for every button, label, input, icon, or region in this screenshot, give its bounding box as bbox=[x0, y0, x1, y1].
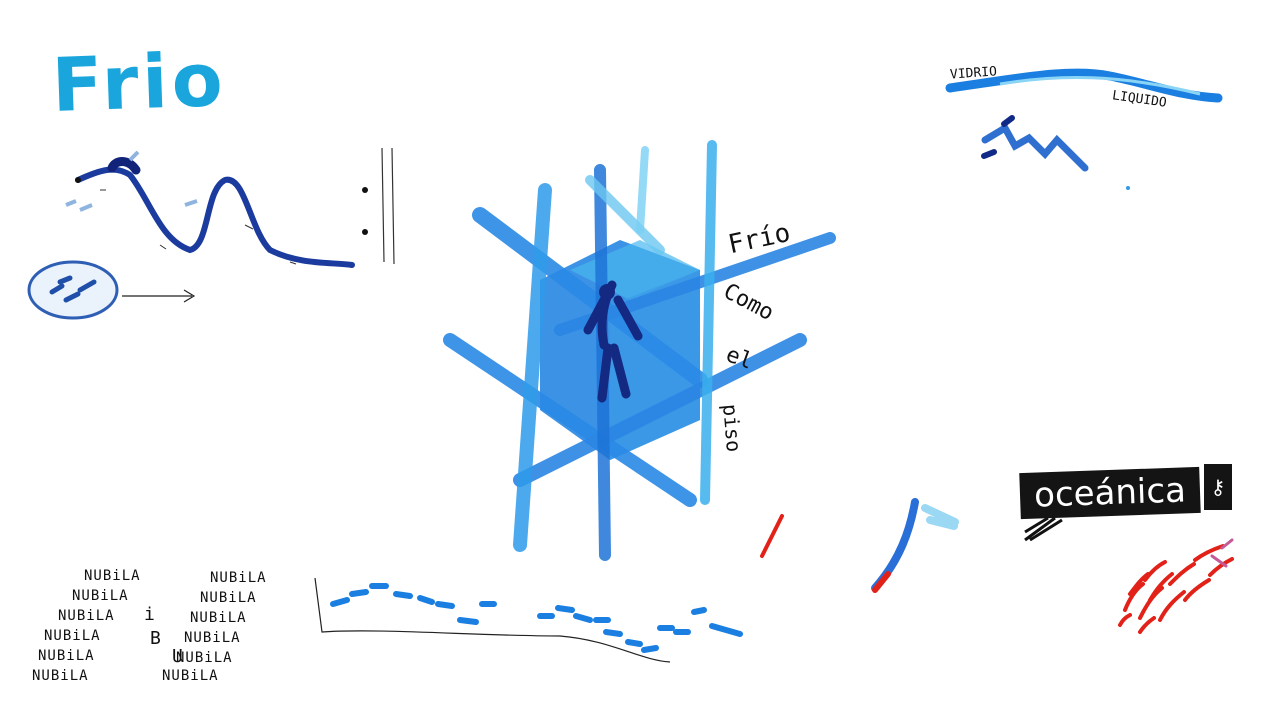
nubila-word: NUBiLA bbox=[210, 570, 267, 586]
circle-arrow-sketch bbox=[27, 260, 196, 320]
nubila-word: NUBiLA bbox=[58, 608, 115, 624]
glass-liquid-stroke bbox=[945, 68, 1223, 190]
page-title: Frio bbox=[50, 36, 228, 130]
wave-sketch bbox=[65, 147, 395, 268]
nubila-word: NUBiLA bbox=[38, 648, 95, 664]
nubila-word: NUBiLA bbox=[200, 590, 257, 606]
key-icon: ⚷ bbox=[1204, 464, 1232, 510]
ice-cube-painting bbox=[443, 140, 836, 561]
nubila-word: NUBiLA bbox=[184, 630, 241, 646]
nubila-word: NUBiLA bbox=[32, 668, 89, 684]
dotted-wave-drawing bbox=[314, 577, 743, 663]
nubila-word: NUBiLA bbox=[176, 650, 233, 666]
brand-logo: oceánica bbox=[1019, 466, 1201, 520]
letter-b: B bbox=[150, 628, 162, 649]
cube-label-piso: piso bbox=[718, 402, 747, 454]
letter-u: U bbox=[172, 646, 184, 667]
nubila-word: NUBiLA bbox=[162, 668, 219, 684]
hatch-mark bbox=[1024, 516, 1063, 542]
nubila-word: NUBiLA bbox=[44, 628, 101, 644]
red-brush-marks bbox=[760, 498, 1234, 634]
nubila-word: NUBiLA bbox=[190, 610, 247, 626]
letter-i: i bbox=[144, 604, 156, 625]
nubila-word: NUBiLA bbox=[72, 588, 129, 604]
nubila-word: NUBiLA bbox=[84, 568, 141, 584]
